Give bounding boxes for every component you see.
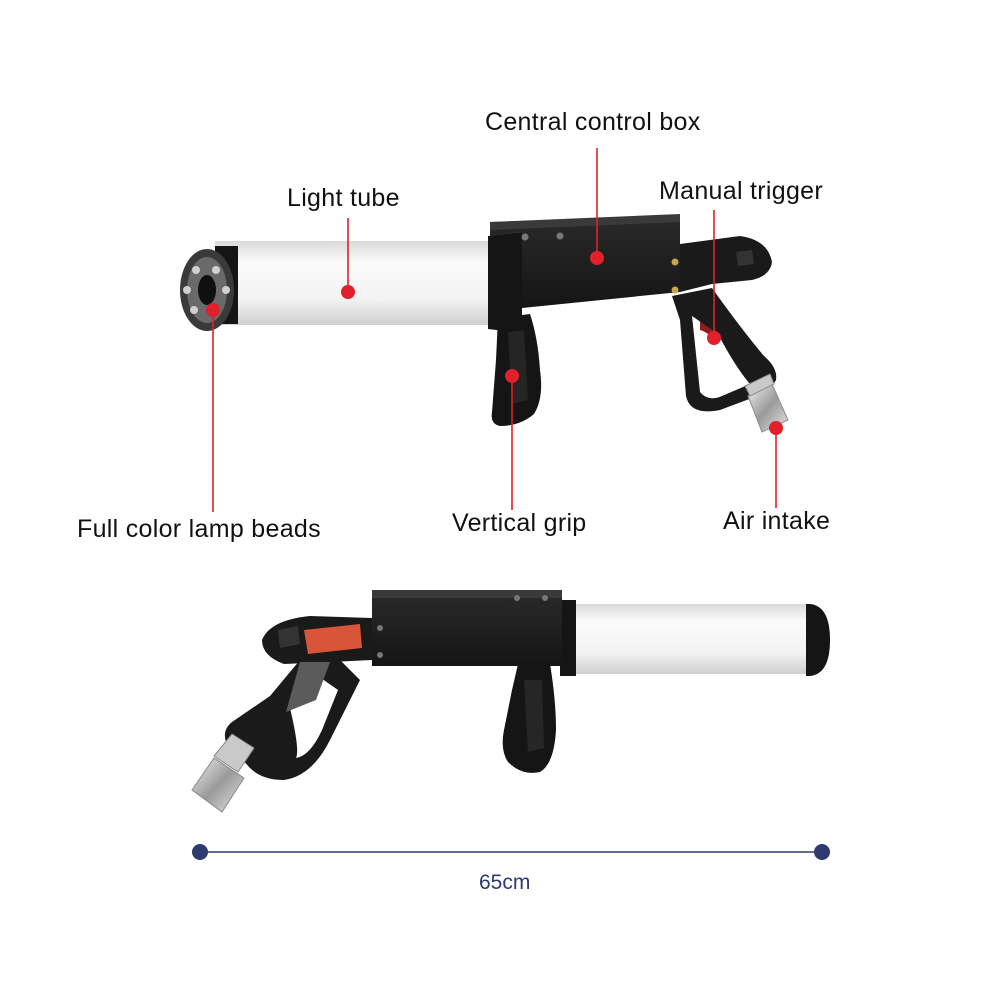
light-tube-bottom <box>568 604 814 674</box>
label-central-control-box: Central control box <box>485 108 701 136</box>
dimension-end-right <box>814 844 830 860</box>
label-full-color-lamp-beads: Full color lamp beads <box>77 515 321 543</box>
lamp-beads <box>198 275 216 305</box>
callout-dot-vertical-grip <box>505 369 519 383</box>
dimension-length-label: 65cm <box>479 871 531 894</box>
callout-lines <box>212 148 777 512</box>
dimension-indicator <box>192 844 830 860</box>
label-vertical-grip: Vertical grip <box>452 509 587 537</box>
central-control-box <box>490 216 680 308</box>
callout-dot-manual-trigger <box>707 331 721 345</box>
warning-label <box>304 624 362 654</box>
air-intake-bottom <box>191 757 245 813</box>
rear-handle <box>672 288 777 412</box>
callout-dot-lamp-beads <box>206 303 220 317</box>
trigger-head <box>680 236 772 292</box>
label-light-tube: Light tube <box>287 184 400 212</box>
top-gun <box>180 148 789 512</box>
bottom-gun <box>191 590 830 813</box>
light-tube <box>215 241 497 325</box>
label-air-intake: Air intake <box>723 507 831 535</box>
central-control-box-bottom <box>372 590 562 666</box>
callout-dot-air-intake <box>769 421 783 435</box>
callout-dots <box>206 251 783 435</box>
label-manual-trigger: Manual trigger <box>659 177 824 205</box>
callout-dot-light-tube <box>341 285 355 299</box>
rear-handle-bottom <box>224 660 360 780</box>
dimension-end-left <box>192 844 208 860</box>
callout-dot-central-control-box <box>590 251 604 265</box>
